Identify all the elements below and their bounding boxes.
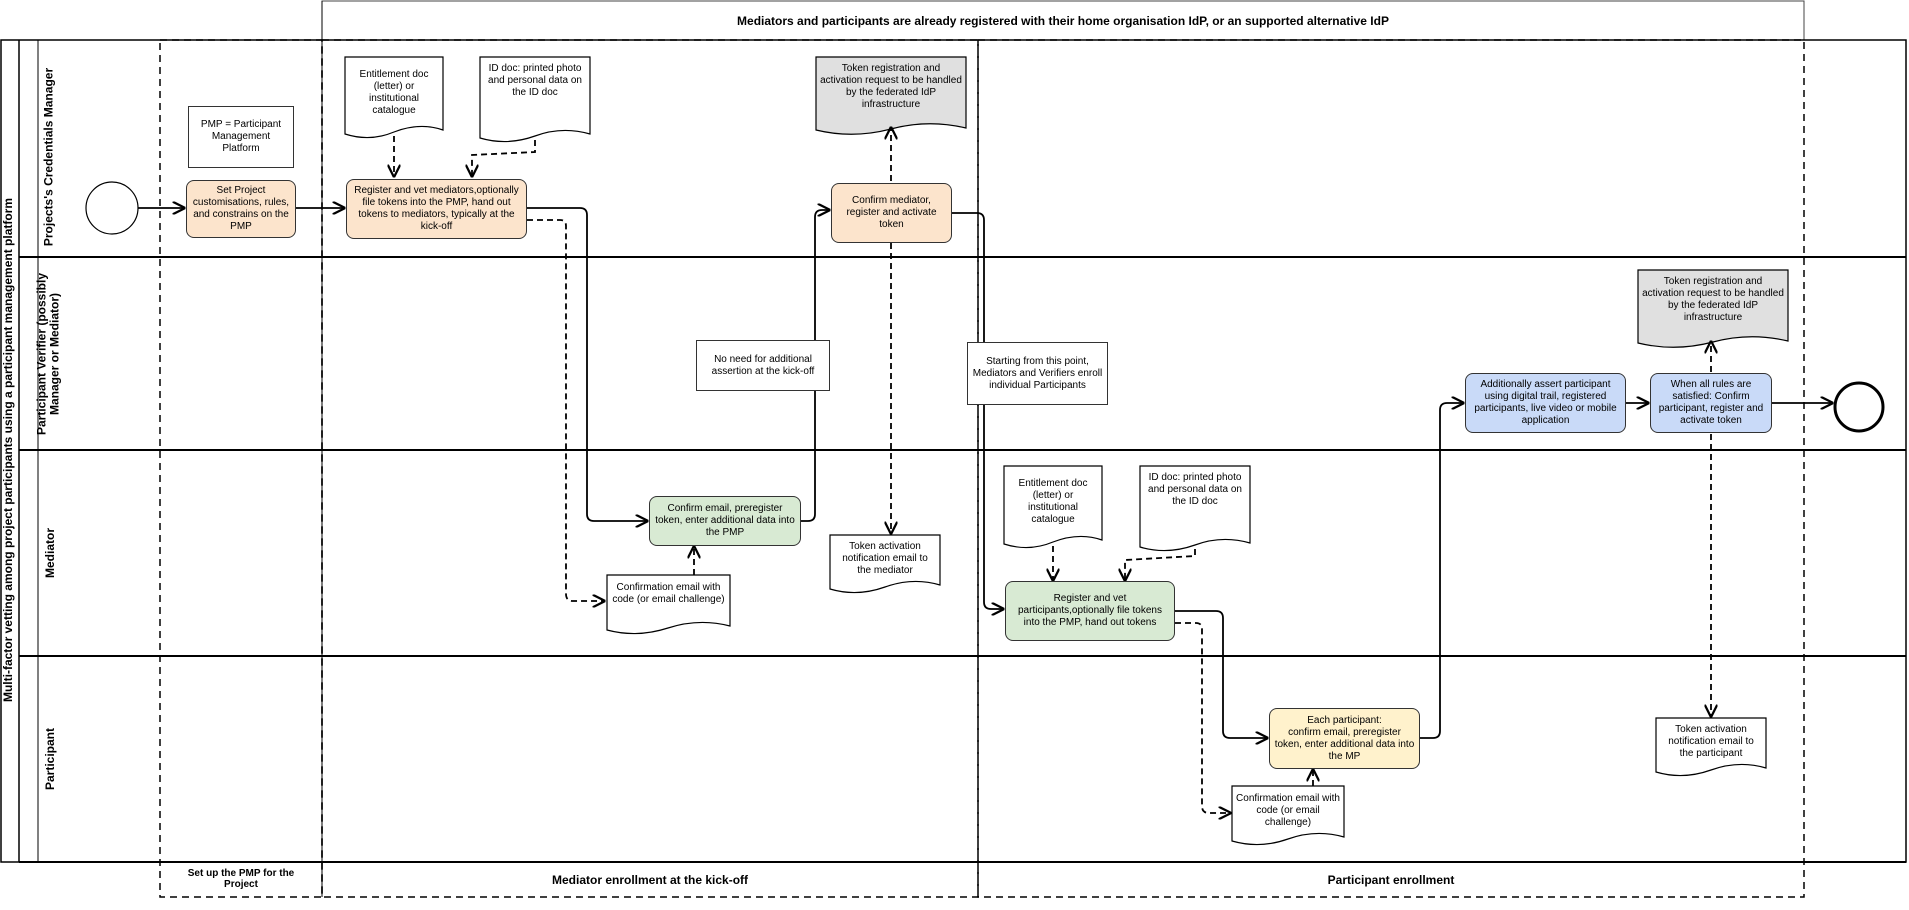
additionally-assert-task: Additionally assert participant using di… bbox=[1465, 373, 1626, 433]
assoc-id-doc-1 bbox=[472, 140, 536, 176]
confirmation-email-doc-2: Confirmation email with code (or email c… bbox=[1236, 793, 1340, 828]
token-notification-participant-doc: Token activation notification email to t… bbox=[1668, 724, 1754, 759]
doc-shape-confirmation-1 bbox=[606, 574, 731, 635]
register-participants-task: Register and vet participants,optionally… bbox=[1005, 581, 1175, 641]
doc-shape-token-notif-mediator bbox=[829, 534, 941, 594]
token-registration-doc-2: Token registration and activation reques… bbox=[1642, 276, 1784, 323]
phase-label-setup: Set up the PMP for the Project bbox=[187, 868, 295, 890]
register-mediators-task: Register and vet mediators,optionally fi… bbox=[346, 179, 527, 239]
phase-frame-mediator bbox=[321, 39, 979, 898]
banner-text: Mediators and participants are already r… bbox=[737, 13, 1389, 28]
token-registration-doc-1: Token registration and activation reques… bbox=[820, 63, 962, 110]
no-need-note: No need for additional assertion at the … bbox=[696, 340, 830, 391]
lane-label-mediator: Mediator bbox=[42, 528, 57, 579]
end-event bbox=[1833, 381, 1885, 433]
flow-each-participant-to-additionally-assert bbox=[1420, 403, 1463, 739]
start-event bbox=[85, 181, 139, 235]
doc-shape-entitlement-1 bbox=[344, 56, 444, 139]
confirm-email-mediator-task: Confirm email, preregister token, enter … bbox=[649, 496, 801, 546]
entitlement-doc-2: Entitlement doc (letter) or institutiona… bbox=[1018, 478, 1088, 525]
confirm-mediator-task: Confirm mediator, register and activate … bbox=[831, 183, 952, 243]
token-notification-mediator-doc: Token activation notification email to t… bbox=[842, 541, 928, 576]
phase-frame-setup bbox=[159, 39, 323, 898]
doc-shape-token-notif-participant bbox=[1655, 717, 1767, 777]
starting-point-note: Starting from this point, Mediators and … bbox=[967, 342, 1108, 405]
each-participant-task: Each participant: confirm email, preregi… bbox=[1269, 708, 1420, 769]
pool-title: Multi-factor vetting among project parti… bbox=[1, 197, 15, 703]
id-doc-1: ID doc: printed photo and personal data … bbox=[488, 63, 582, 98]
assoc-register-to-confirmation-1 bbox=[527, 219, 604, 601]
lane-label-participant-verifier: Participant Verifier (possibly Manager o… bbox=[34, 272, 62, 436]
id-doc-2: ID doc: printed photo and personal data … bbox=[1148, 472, 1242, 507]
lane-label-credentials-manager: Projects's Credentials Manager bbox=[41, 67, 55, 247]
lane-label-participant: Participant bbox=[42, 728, 57, 791]
doc-shape-entitlement-2 bbox=[1003, 465, 1103, 549]
flow-register-participants-to-each-participant bbox=[1175, 610, 1267, 738]
flow-register-mediators-to-confirm-email bbox=[527, 207, 647, 521]
assoc-register-participants-to-confirmation-2 bbox=[1175, 622, 1230, 813]
entitlement-doc-1: Entitlement doc (letter) or institutiona… bbox=[359, 69, 429, 116]
set-project-task: Set Project customisations, rules, and c… bbox=[186, 180, 296, 238]
flow-confirm-mediator-to-register-participants bbox=[952, 212, 1003, 609]
doc-shape-id-1 bbox=[479, 56, 591, 143]
doc-shape-id-2 bbox=[1139, 465, 1251, 552]
doc-shape-confirmation-2 bbox=[1231, 785, 1345, 846]
phase-label-participant: Participant enrollment bbox=[1327, 872, 1455, 887]
phase-label-mediator: Mediator enrollment at the kick-off bbox=[551, 872, 749, 887]
banner-frame bbox=[321, 0, 1805, 41]
assoc-id-doc-2 bbox=[1125, 549, 1196, 580]
all-rules-satisfied-task: When all rules are satisfied: Confirm pa… bbox=[1650, 373, 1772, 433]
confirmation-email-doc-1: Confirmation email with code (or email c… bbox=[612, 582, 725, 605]
phase-frame-participant bbox=[977, 39, 1805, 898]
pmp-note: PMP = Participant Management Platform bbox=[188, 106, 294, 168]
